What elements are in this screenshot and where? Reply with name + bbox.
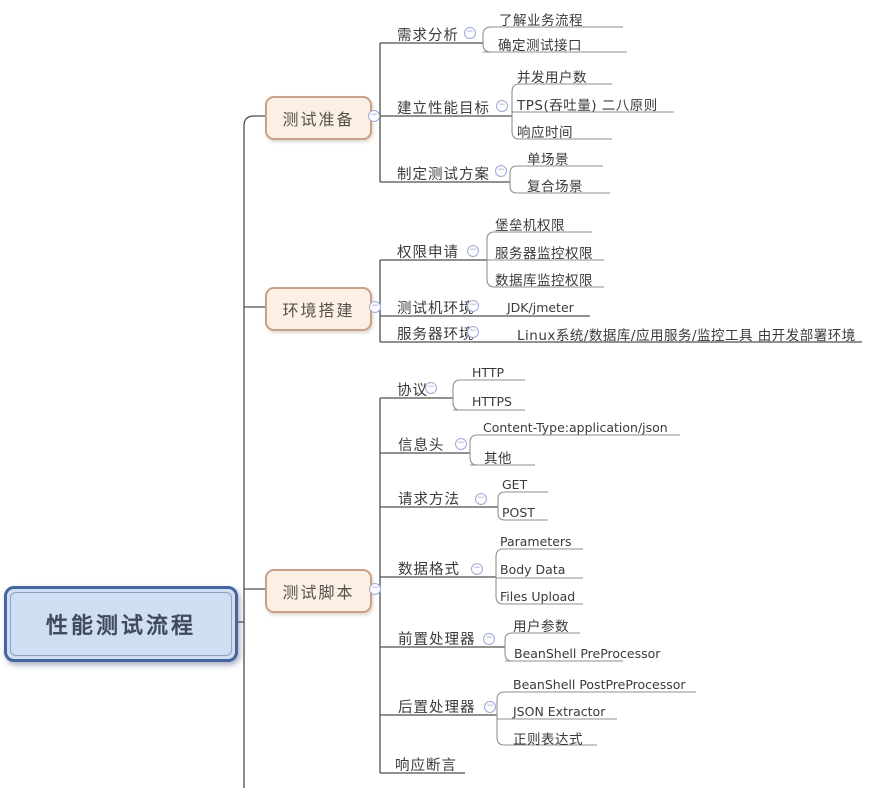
collapse-icon[interactable]: − (455, 438, 467, 450)
subtopic-server-monitor-perm[interactable]: 服务器监控权限 (495, 246, 593, 262)
child-connectors (452, 26, 696, 746)
collapse-icon[interactable]: − (484, 701, 496, 713)
subtopic-concurrent-users[interactable]: 并发用户数 (517, 70, 587, 86)
subtopic-tps-throughput[interactable]: TPS(吞吐量) 二八原则 (517, 98, 658, 114)
topic-request-method[interactable]: 请求方法 (398, 492, 460, 508)
subtopic-user-parameters[interactable]: 用户参数 (513, 619, 569, 635)
collapse-icon[interactable]: − (471, 563, 483, 575)
main-connectors (236, 42, 862, 788)
subtopic-https[interactable]: HTTPS (472, 394, 512, 409)
subtopic-json-extractor[interactable]: JSON Extractor (513, 704, 606, 719)
subtopic-beanshell-preprocessor[interactable]: BeanShell PreProcessor (514, 646, 661, 661)
subtopic-post[interactable]: POST (502, 505, 535, 520)
collapse-icon[interactable]: − (467, 326, 479, 338)
branch-test-script[interactable]: 测试脚本 (265, 569, 372, 613)
collapse-icon[interactable]: − (467, 300, 479, 312)
subtopic-content-type[interactable]: Content-Type:application/json (483, 420, 668, 435)
branch-environment-setup[interactable]: 环境搭建 (265, 287, 372, 331)
topic-requirement-analysis[interactable]: 需求分析 (397, 28, 459, 44)
subtopic-get[interactable]: GET (502, 477, 528, 492)
topic-test-plan[interactable]: 制定测试方案 (397, 167, 490, 183)
subtopic-bastion-permission[interactable]: 堡垒机权限 (495, 218, 565, 234)
topic-protocol[interactable]: 协议 (397, 383, 428, 399)
topic-response-assert[interactable]: 响应断言 (395, 758, 457, 774)
root-topic-label: 性能测试流程 (45, 614, 196, 639)
branch-label: 环境搭建 (282, 301, 355, 320)
topic-server-env[interactable]: 服务器环境 (397, 327, 475, 343)
subtopic-define-test-interface[interactable]: 确定测试接口 (498, 38, 582, 54)
subtopic-compound-scenario[interactable]: 复合场景 (527, 179, 583, 195)
subtopic-single-scenario[interactable]: 单场景 (527, 152, 569, 168)
collapse-icon[interactable]: − (483, 633, 495, 645)
collapse-icon[interactable]: − (467, 245, 479, 257)
subtopic-other-header[interactable]: 其他 (484, 451, 512, 467)
topic-data-format[interactable]: 数据格式 (398, 562, 460, 578)
collapse-icon[interactable]: − (368, 110, 380, 122)
collapse-icon[interactable]: − (475, 493, 487, 505)
topic-headers[interactable]: 信息头 (398, 438, 445, 454)
subtopic-jdk-jmeter[interactable]: JDK/jmeter (507, 300, 574, 315)
topic-test-machine-env[interactable]: 测试机环境 (397, 301, 475, 317)
collapse-icon[interactable]: − (369, 583, 381, 595)
subtopic-response-time[interactable]: 响应时间 (517, 125, 573, 141)
topic-postprocessor[interactable]: 后置处理器 (398, 700, 476, 716)
subtopic-body-data[interactable]: Body Data (500, 562, 566, 577)
topic-preprocessor[interactable]: 前置处理器 (398, 632, 476, 648)
collapse-icon[interactable]: − (425, 382, 437, 394)
collapse-icon[interactable]: − (464, 27, 476, 39)
subtopic-parameters[interactable]: Parameters (500, 534, 572, 549)
collapse-icon[interactable]: − (369, 301, 381, 313)
branch-label: 测试准备 (282, 110, 355, 129)
branch-label: 测试脚本 (282, 583, 355, 602)
subtopic-beanshell-postprocessor[interactable]: BeanShell PostPreProcessor (513, 677, 686, 692)
collapse-icon[interactable]: − (496, 100, 508, 112)
subtopic-understand-business-flow[interactable]: 了解业务流程 (499, 13, 583, 29)
subtopic-database-monitor-perm[interactable]: 数据库监控权限 (495, 273, 593, 289)
subtopic-linux-stack[interactable]: Linux系统/数据库/应用服务/监控工具 由开发部署环境 (517, 328, 856, 344)
branch-test-preparation[interactable]: 测试准备 (265, 96, 372, 140)
collapse-icon[interactable]: − (495, 165, 507, 177)
subtopic-http[interactable]: HTTP (472, 365, 504, 380)
subtopic-regex[interactable]: 正则表达式 (513, 732, 583, 748)
topic-permission-request[interactable]: 权限申请 (397, 245, 459, 261)
topic-performance-goals[interactable]: 建立性能目标 (397, 101, 490, 117)
root-topic[interactable]: 性能测试流程 (4, 586, 238, 662)
subtopic-files-upload[interactable]: Files Upload (500, 589, 576, 604)
